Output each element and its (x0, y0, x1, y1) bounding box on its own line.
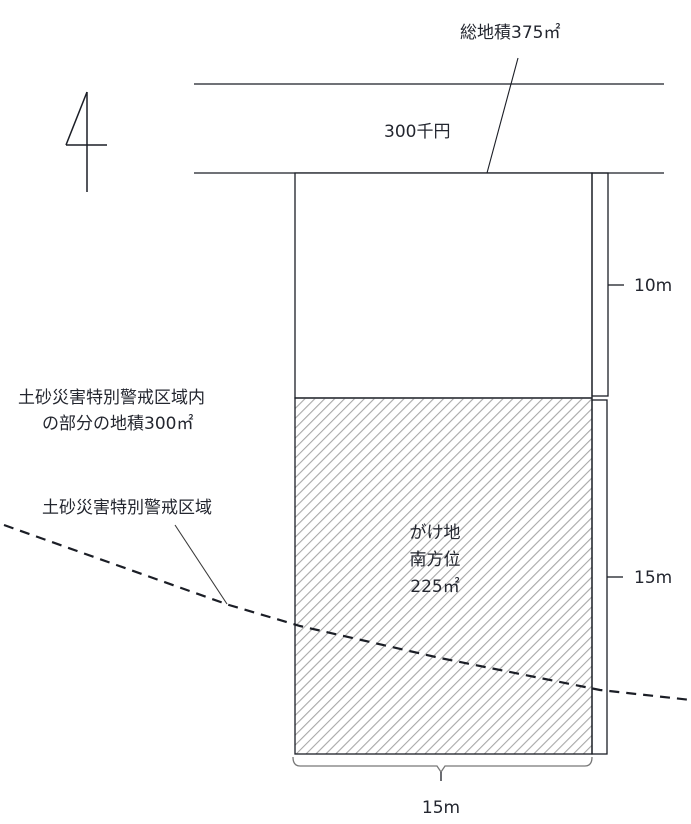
depth-lower-label: 15m (634, 568, 673, 588)
depth-lower-dimension-bar (591, 399, 608, 755)
road-price-text: 300千円 (384, 122, 451, 142)
total-area-label: 総地積375㎡ (460, 22, 560, 44)
cliff-label-line2: 南方位 (409, 550, 461, 570)
cliff-area (294, 397, 593, 755)
warning-zone-leader (174, 524, 228, 605)
plot-upper-part (294, 172, 593, 399)
total-area-leader (486, 57, 519, 174)
warning-zone-label: 土砂災害特別警戒区域 (42, 498, 212, 518)
north-arrow-icon (65, 91, 107, 192)
warning-area-inside-label-line2: の部分の地積300㎡ (42, 414, 194, 434)
warning-area-inside-label-line1: 土砂災害特別警戒区域内 (18, 388, 205, 408)
frontage-label: 15m (421, 798, 461, 818)
cliff-label-line1: がけ地 (409, 523, 461, 543)
depth-upper-label: 10m (634, 276, 673, 296)
frontage-brace (292, 756, 593, 774)
road-price-label: 300千円 (384, 121, 450, 143)
total-area-text: 総地積375㎡ (460, 23, 561, 43)
depth-upper-dimension-bar (591, 172, 609, 397)
cliff-label-line3: 225㎡ (410, 577, 460, 597)
warning-zone-boundary (3, 523, 691, 702)
